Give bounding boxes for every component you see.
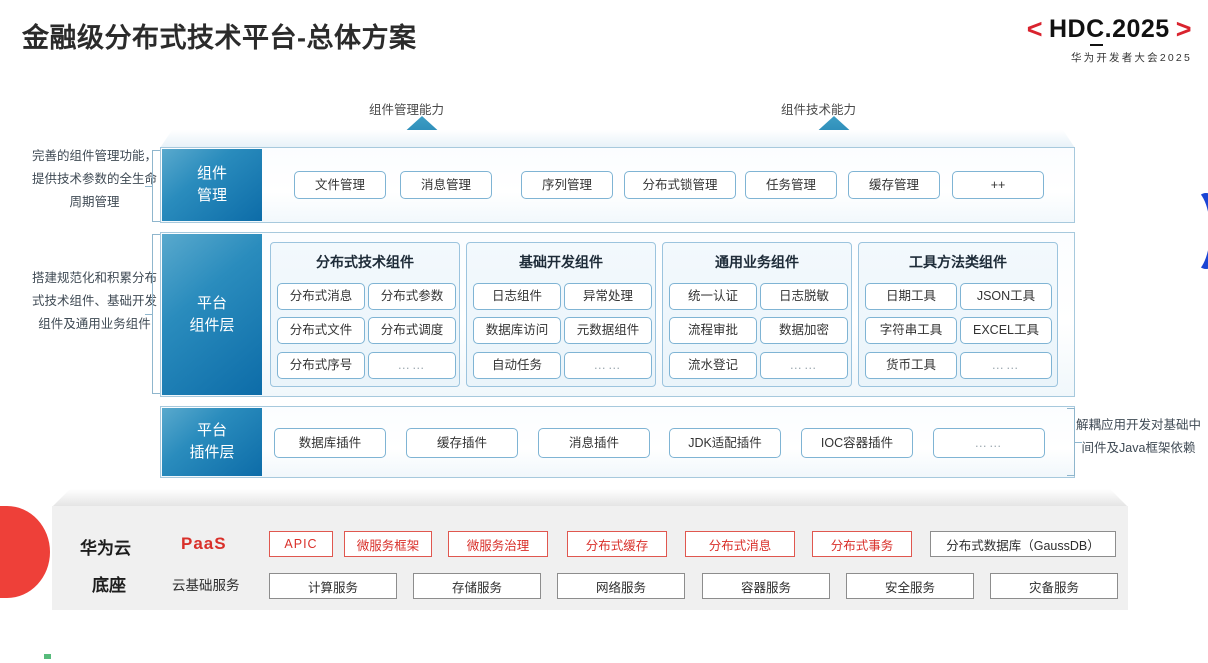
- iaas-box-0[interactable]: 计算服务: [269, 573, 397, 599]
- chip-plugin-1[interactable]: 缓存插件: [406, 428, 518, 458]
- tab-label-line2: 管理: [196, 187, 227, 204]
- chip-group3-item2[interactable]: 字符串工具: [865, 317, 957, 344]
- chip-plugin-0[interactable]: 数据库插件: [274, 428, 386, 458]
- green-marker-decoration: [44, 654, 51, 659]
- blue-crescent-mask: [1174, 189, 1208, 273]
- bracket-tick-mid: [145, 314, 152, 315]
- tab-label-line2: 插件层: [189, 444, 235, 461]
- paas-box-0[interactable]: APIC: [269, 531, 333, 557]
- chip-group2-item4[interactable]: 流水登记: [669, 352, 757, 379]
- chip-group3-item4[interactable]: 货币工具: [865, 352, 957, 379]
- group-title-distributed-tech: 分布式技术组件: [316, 254, 414, 270]
- chip-component-management-6[interactable]: ++: [952, 171, 1044, 199]
- chip-group1-item3[interactable]: 元数据组件: [564, 317, 652, 344]
- group-title-basic-dev: 基础开发组件: [519, 254, 603, 270]
- arrow-label-component-technology: 组件技术能力: [781, 103, 857, 117]
- chip-group0-item0[interactable]: 分布式消息: [277, 283, 365, 310]
- bracket-tick-right: [1075, 442, 1082, 443]
- layer-tab-platform-component[interactable]: 平台 组件层: [162, 234, 262, 395]
- group-title-tool-method: 工具方法类组件: [909, 254, 1007, 270]
- side-note-right: 解耦应用开发对基础中间件及Java框架依赖: [1076, 418, 1202, 456]
- group-title-common-business: 通用业务组件: [715, 254, 799, 270]
- chip-component-management-5[interactable]: 缓存管理: [848, 171, 940, 199]
- chip-group2-item0[interactable]: 统一认证: [669, 283, 757, 310]
- chip-group3-item3[interactable]: EXCEL工具: [960, 317, 1052, 344]
- chip-group0-item2[interactable]: 分布式文件: [277, 317, 365, 344]
- chip-component-management-4[interactable]: 任务管理: [745, 171, 837, 199]
- chip-plugin-3[interactable]: JDK适配插件: [669, 428, 781, 458]
- chip-group1-item5[interactable]: ……: [564, 352, 652, 379]
- chip-plugin-5[interactable]: ……: [933, 428, 1045, 458]
- paas-box-2[interactable]: 微服务治理: [448, 531, 548, 557]
- hdc-logo-subtitle: 华为开发者大会2025: [1070, 52, 1192, 64]
- iaas-box-3[interactable]: 容器服务: [702, 573, 830, 599]
- chip-group0-item5[interactable]: ……: [368, 352, 456, 379]
- chip-group2-item5[interactable]: ……: [760, 352, 848, 379]
- chip-group0-item3[interactable]: 分布式调度: [368, 317, 456, 344]
- tab-label-line1: 组件: [196, 165, 227, 183]
- bracket-left-mid: [152, 234, 160, 394]
- chip-component-management-0[interactable]: 文件管理: [294, 171, 386, 199]
- chip-group2-item1[interactable]: 日志脱敏: [760, 283, 848, 310]
- chip-group0-item4[interactable]: 分布式序号: [277, 352, 365, 379]
- chip-component-management-3[interactable]: 分布式锁管理: [624, 171, 736, 199]
- iaas-box-2[interactable]: 网络服务: [557, 573, 685, 599]
- chip-group0-item1[interactable]: 分布式参数: [368, 283, 456, 310]
- chip-group3-item5[interactable]: ……: [960, 352, 1052, 379]
- chip-plugin-2[interactable]: 消息插件: [538, 428, 650, 458]
- tab-label-line1: 平台: [196, 422, 227, 440]
- paas-label: PaaS: [181, 534, 227, 553]
- chip-group1-item0[interactable]: 日志组件: [473, 283, 561, 310]
- hdc-logo-text: HDC.2025: [1048, 15, 1170, 43]
- chip-group1-item2[interactable]: 数据库访问: [473, 317, 561, 344]
- iaas-box-5[interactable]: 灾备服务: [990, 573, 1118, 599]
- hdc-logo: < HDC.2025 > 华为开发者大会2025: [1027, 14, 1192, 65]
- hdc-underline-icon: [1089, 44, 1103, 46]
- layer-tab-platform-plugin[interactable]: 平台 插件层: [162, 408, 262, 476]
- bracket-right: [1067, 408, 1075, 476]
- hdc-right-bracket-icon: >: [1175, 14, 1192, 44]
- chip-group3-item0[interactable]: 日期工具: [865, 283, 957, 310]
- paas-box-6[interactable]: 分布式数据库（GaussDB）: [930, 531, 1116, 557]
- chip-plugin-4[interactable]: IOC容器插件: [801, 428, 913, 458]
- paas-box-5[interactable]: 分布式事务: [812, 531, 912, 557]
- side-note-left-mid: 搭建规范化和积累分布式技术组件、基础开发组件及通用业务组件: [32, 271, 158, 332]
- tab-label-line1: 平台: [196, 294, 227, 312]
- paas-box-4[interactable]: 分布式消息: [685, 531, 795, 557]
- tab-label-line2: 组件层: [189, 316, 235, 334]
- layer-tab-component-management[interactable]: 组件 管理: [162, 149, 262, 221]
- bracket-tick-top: [145, 186, 152, 187]
- cloud-base-title-line2: 底座: [92, 576, 126, 595]
- chip-group2-item3[interactable]: 数据加密: [760, 317, 848, 344]
- bracket-left-top: [152, 150, 160, 222]
- chip-component-management-1[interactable]: 消息管理: [400, 171, 492, 199]
- iaas-label: 云基础服务: [172, 578, 240, 593]
- paas-box-1[interactable]: 微服务框架: [344, 531, 432, 557]
- page-title: 金融级分布式技术平台-总体方案: [22, 23, 417, 53]
- side-note-left-top: 完善的组件管理功能，提供技术参数的全生命周期管理: [32, 149, 158, 210]
- chip-component-management-2[interactable]: 序列管理: [521, 171, 613, 199]
- iaas-box-1[interactable]: 存储服务: [413, 573, 541, 599]
- arrow-label-component-management: 组件管理能力: [369, 103, 445, 117]
- chip-group1-item4[interactable]: 自动任务: [473, 352, 561, 379]
- chip-group1-item1[interactable]: 异常处理: [564, 283, 652, 310]
- cloud-base-bevel: [52, 489, 1128, 507]
- paas-box-3[interactable]: 分布式缓存: [567, 531, 667, 557]
- cloud-base-title-line1: 华为云: [80, 539, 131, 558]
- chip-group2-item2[interactable]: 流程审批: [669, 317, 757, 344]
- red-wedge-decoration: [0, 506, 50, 598]
- hdc-left-bracket-icon: <: [1026, 14, 1043, 44]
- iaas-box-4[interactable]: 安全服务: [846, 573, 974, 599]
- chip-group3-item1[interactable]: JSON工具: [960, 283, 1052, 310]
- diagram-top-bevel: [160, 130, 1075, 148]
